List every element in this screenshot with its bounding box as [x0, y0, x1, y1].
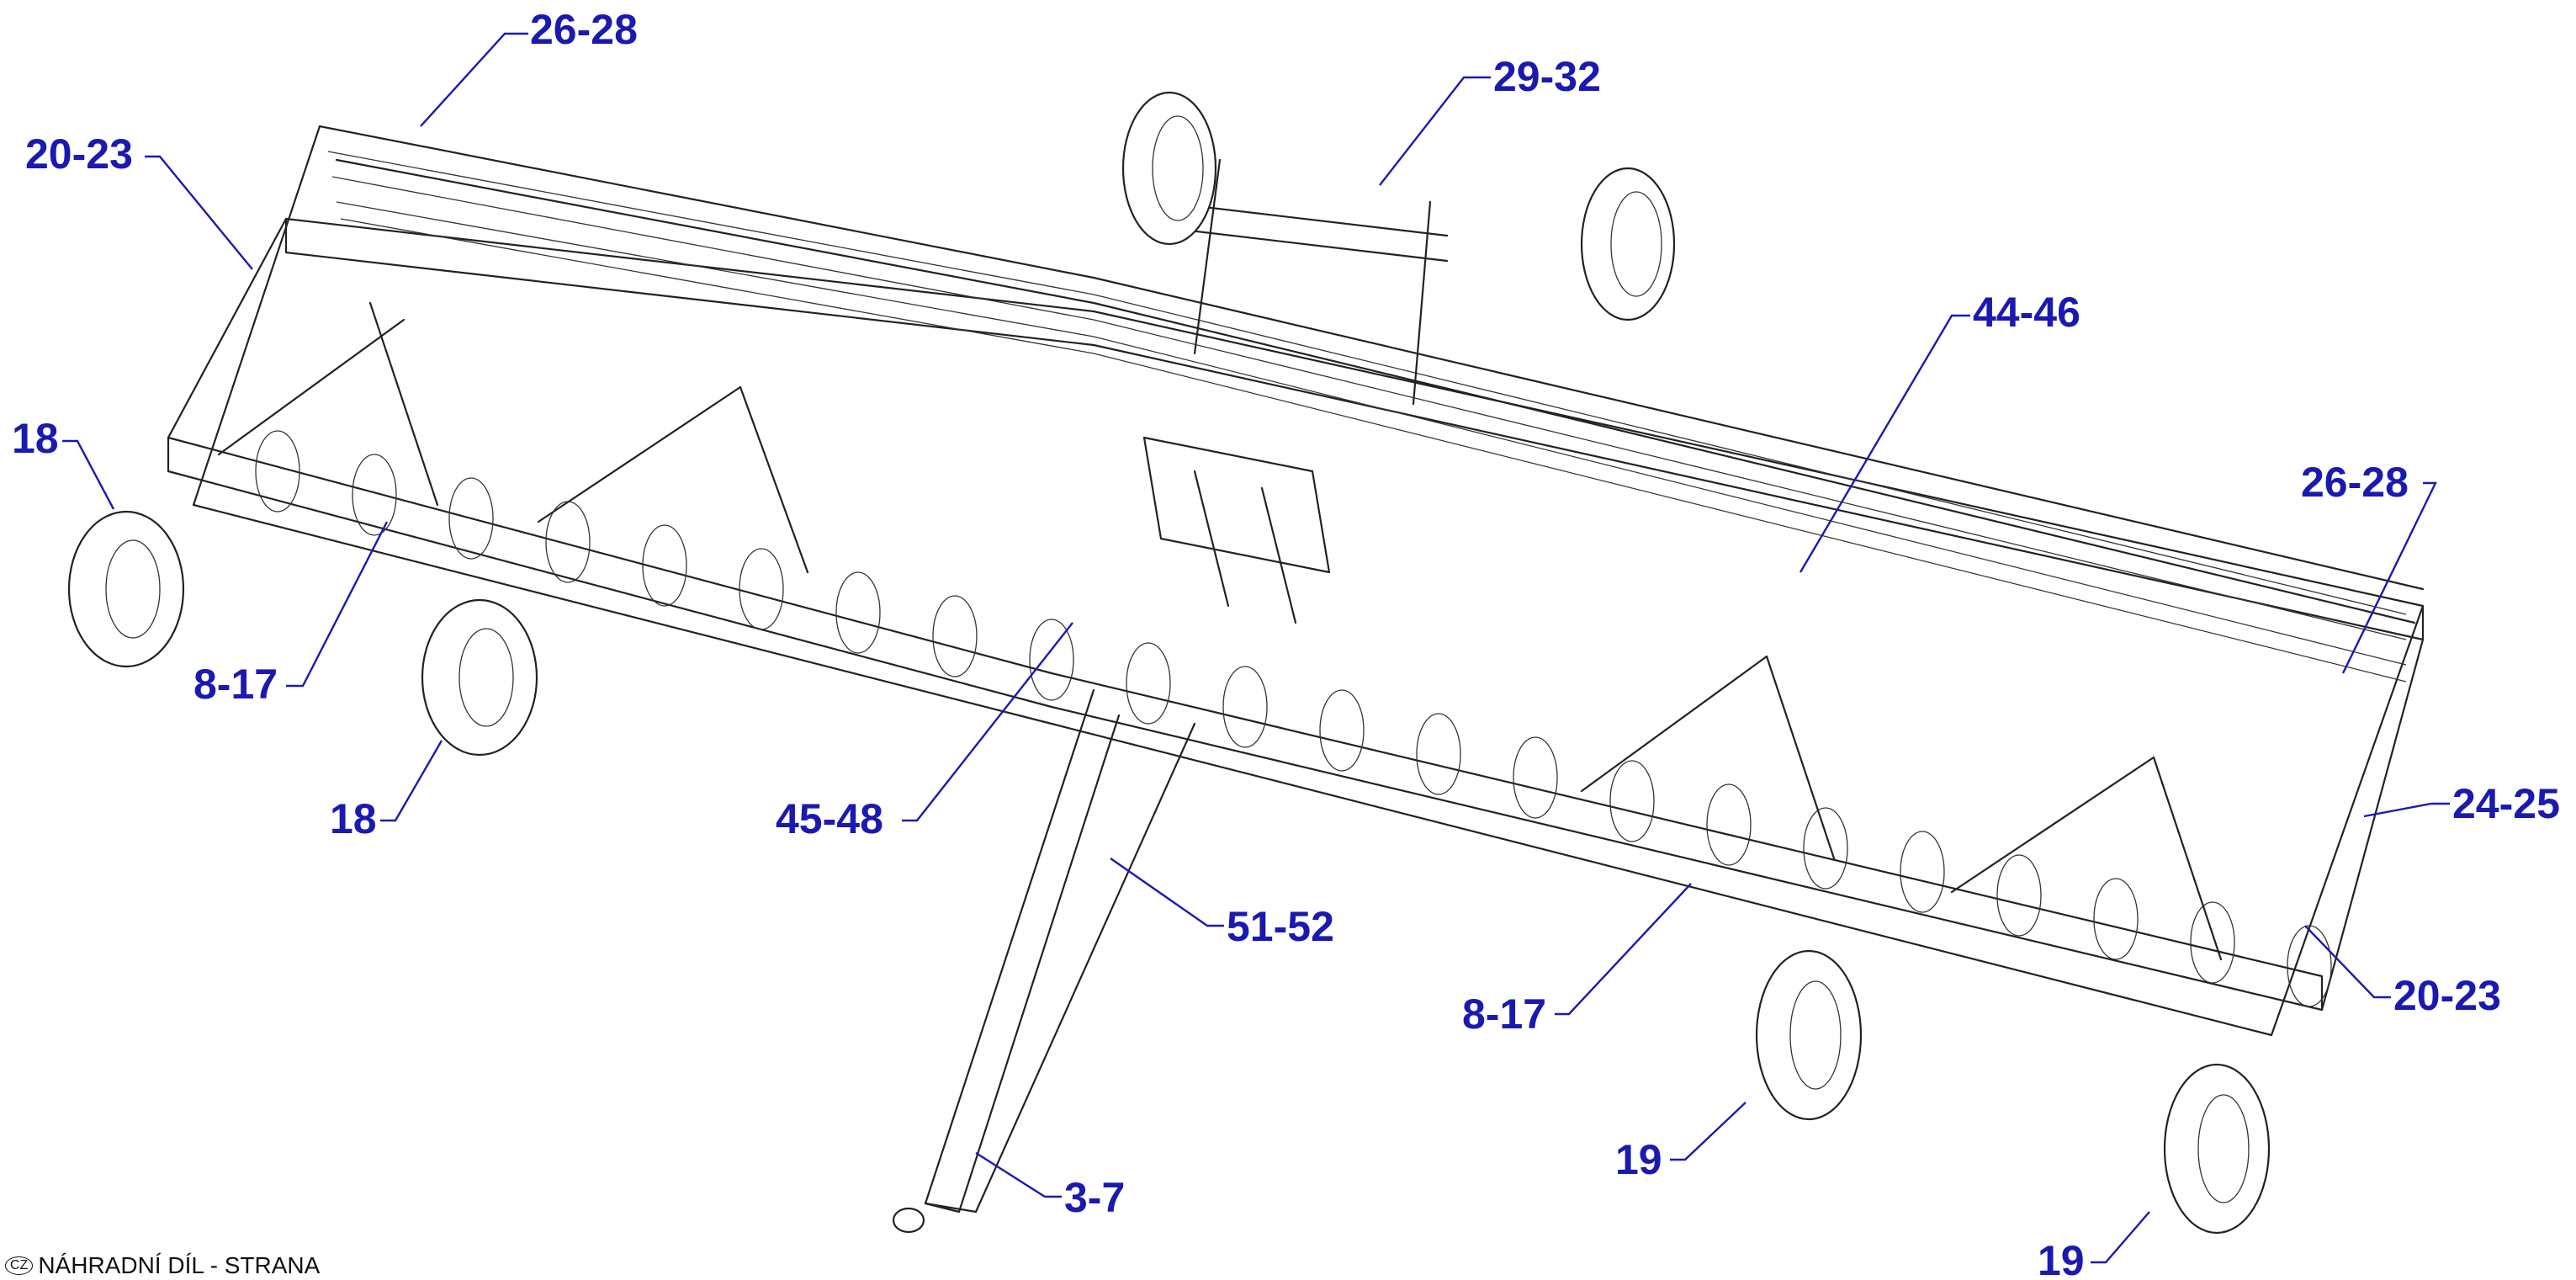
leader-line [1670, 1102, 1746, 1161]
leader-line [975, 1151, 1062, 1198]
callout-c3: 29-32 [1379, 53, 1601, 186]
callout-label: 26-28 [530, 6, 638, 53]
callout-c8: 18 [330, 740, 443, 842]
callout-c7: 8-17 [193, 521, 389, 708]
leader-line [286, 521, 389, 688]
callout-c4: 44-46 [1799, 289, 2080, 573]
callout-label: 45-48 [776, 795, 883, 842]
footer: CZ NÁHRADNÍ DÍL - STRANA [5, 1252, 320, 1279]
leader-line [2341, 481, 2437, 674]
callout-layer: 26-28 20-23 29-32 44-46 18 26-28 8-17 18 45-48 51… [12, 6, 2560, 1280]
callout-label: 18 [12, 415, 59, 462]
gauge-wheel-left-inner [421, 598, 538, 757]
leader-line [2304, 925, 2391, 999]
callout-label: 19 [1615, 1136, 1662, 1183]
footer-text: NÁHRADNÍ DÍL - STRANA [38, 1252, 321, 1278]
callout-label: 3-7 [1064, 1174, 1125, 1221]
callout-c15: 3-7 [975, 1151, 1125, 1221]
callout-label: 8-17 [193, 661, 278, 708]
callout-c2: 20-23 [25, 130, 253, 270]
leader-line [902, 622, 1073, 822]
callout-label: 44-46 [1973, 289, 2080, 336]
leader-line [62, 439, 115, 510]
callout-c10: 51-52 [1110, 858, 1334, 950]
callout-label: 18 [330, 795, 377, 842]
callout-c9: 45-48 [776, 622, 1073, 842]
leader-line [420, 32, 528, 127]
transport-wheel-right [1580, 167, 1676, 321]
gauge-wheel-left-outer [67, 510, 185, 668]
gauge-wheel-right-outer [2163, 1063, 2271, 1235]
callout-c14: 19 [1615, 1102, 1746, 1183]
gauge-wheel-right-inner [1755, 949, 1863, 1121]
leader-line [1110, 858, 1224, 927]
machine-illustration [67, 91, 2425, 1235]
callout-label: 51-52 [1227, 903, 1334, 950]
callout-c12: 20-23 [2304, 925, 2501, 1019]
callout-label: 26-28 [2301, 459, 2409, 506]
leader-line [145, 155, 253, 270]
callout-c16: 19 [2038, 1211, 2150, 1280]
callout-c11: 24-25 [2363, 780, 2560, 827]
callout-label: 19 [2038, 1237, 2085, 1280]
callout-c13: 8-17 [1462, 883, 1692, 1038]
disc-gang [255, 430, 2332, 1007]
leader-line [1799, 314, 1970, 573]
leader-line [380, 740, 443, 822]
transport-wheel-left [1121, 91, 1217, 246]
leader-line [2363, 802, 2450, 818]
callout-label: 20-23 [25, 130, 133, 178]
callout-label: 29-32 [1493, 53, 1601, 100]
leader-line [2091, 1211, 2150, 1264]
callout-c6: 26-28 [2301, 459, 2437, 674]
leader-line [1555, 883, 1692, 1016]
callout-label: 24-25 [2452, 780, 2560, 827]
callout-label: 8-17 [1462, 991, 1546, 1038]
callout-c5: 18 [12, 415, 115, 510]
country-code-badge: CZ [5, 1256, 34, 1275]
leader-line [1379, 76, 1491, 186]
callout-label: 20-23 [2393, 972, 2501, 1019]
callout-c1: 26-28 [420, 6, 638, 127]
